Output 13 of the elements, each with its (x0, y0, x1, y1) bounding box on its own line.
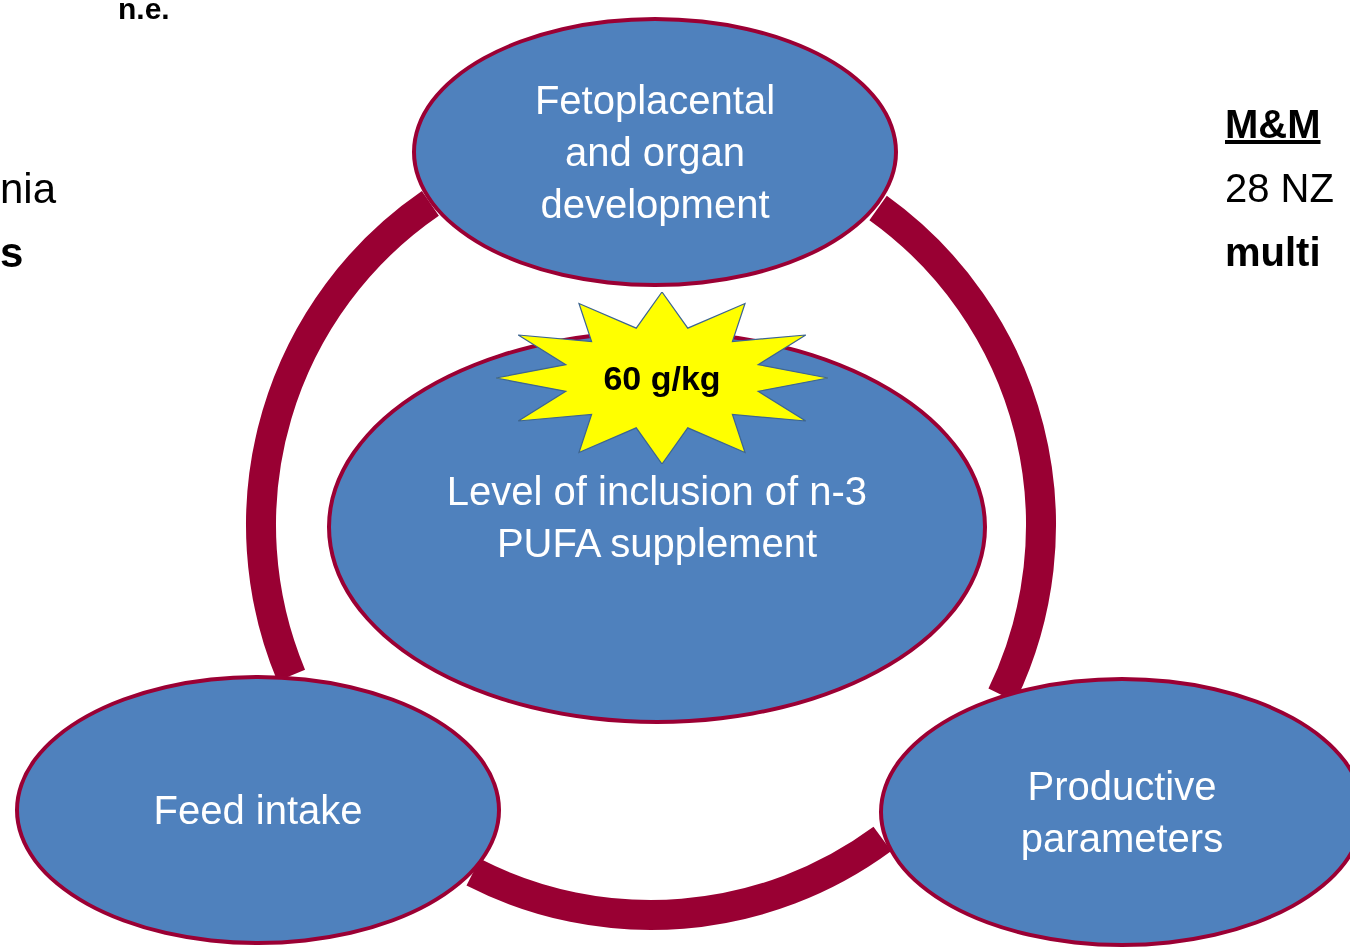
node-label: Feed intake (153, 787, 363, 834)
callout-text: 60 g/kg (603, 361, 721, 395)
slide-text: M&M (1225, 104, 1321, 144)
slide-text: 28 NZ (1225, 168, 1334, 208)
starburst-callout (496, 292, 828, 464)
slide-text: s (0, 232, 24, 274)
node-label: Level of inclusion of n-3 PUFA supplement (445, 468, 869, 567)
node-label: Productive parameters (1019, 763, 1225, 862)
slide-text: nia (0, 168, 57, 210)
slide-text: n.e. (118, 0, 170, 24)
slide-text: multi (1225, 232, 1321, 272)
ring-connector (467, 826, 891, 930)
node-label: Fetoplacental and organ development (533, 77, 777, 228)
